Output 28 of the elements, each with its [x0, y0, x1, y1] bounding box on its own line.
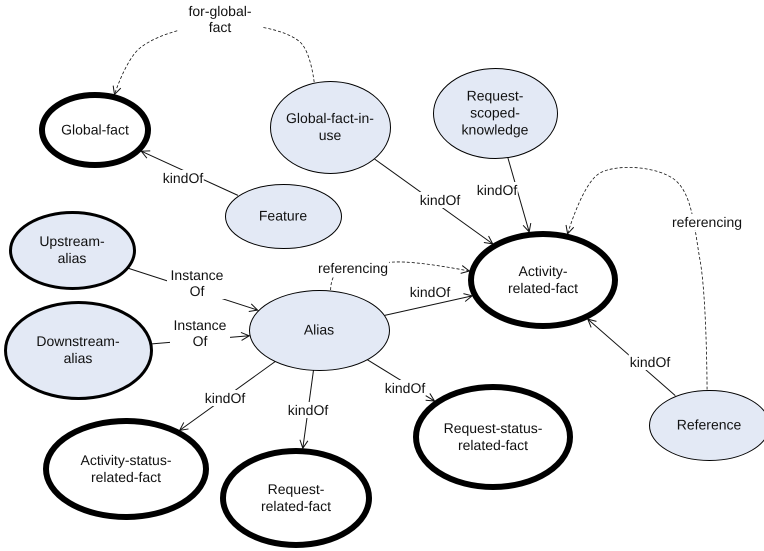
- edge-label: for-global-fact: [178, 3, 262, 35]
- node-label: Activity-status-related-fact: [79, 452, 172, 486]
- node-label: Alias: [302, 322, 336, 338]
- node-label: Global-fact: [60, 122, 130, 138]
- edge-label: Instance Of: [170, 317, 230, 349]
- node-label: Feature: [258, 208, 308, 224]
- node-label: Reference: [676, 416, 742, 434]
- edge-label: kindOf: [204, 390, 246, 406]
- arrow: [384, 293, 473, 316]
- edge-label: kindOf: [162, 170, 204, 186]
- edge-label: Instance Of: [167, 267, 227, 299]
- node-label: Upstream-alias: [38, 233, 106, 267]
- edge-label: kindOf: [418, 192, 462, 208]
- node-label: Global-fact-in-use: [285, 110, 375, 144]
- edge-label: referencing: [670, 214, 744, 230]
- node-label: Request-scoped-knowledge: [460, 88, 530, 138]
- edge-label: kindOf: [286, 402, 330, 418]
- arrow: [507, 157, 532, 232]
- dashed-arrow: [566, 167, 708, 390]
- node-label: Request-status-related-fact: [443, 420, 543, 454]
- edge-label: kindOf: [408, 284, 452, 300]
- edge-label: kindOf: [476, 182, 518, 198]
- edge-label: kindOf: [384, 380, 426, 396]
- node-label: Activity-related-fact: [506, 263, 580, 297]
- node-label: Request-related-fact: [260, 481, 332, 515]
- edge-label: referencing: [316, 260, 390, 276]
- node-label: Downstream-alias: [35, 333, 121, 367]
- edge-label: kindOf: [628, 354, 672, 370]
